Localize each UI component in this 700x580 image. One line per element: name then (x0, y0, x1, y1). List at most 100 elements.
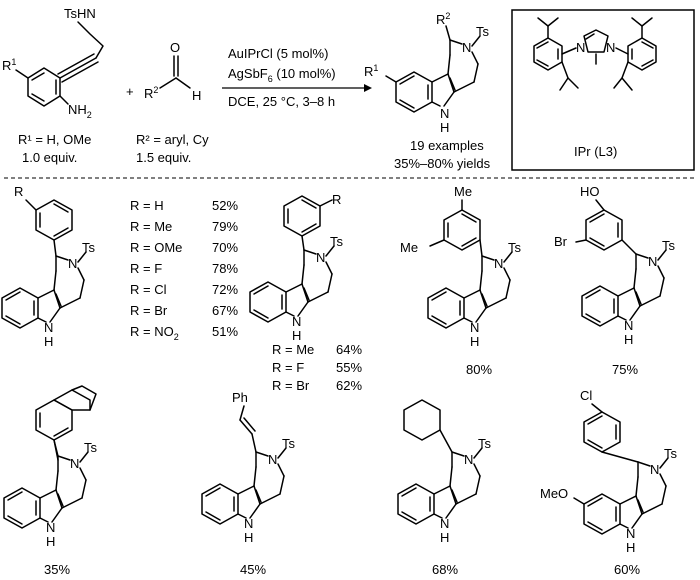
phenol-ho: HO (580, 184, 600, 199)
methoxy-h: H (626, 540, 635, 555)
para-substituent-1: R = Me (130, 219, 172, 234)
styryl-h: H (244, 530, 253, 545)
phenol-nh: N (624, 318, 633, 333)
para-yield-3: 78% (212, 261, 238, 276)
product-styryl: Ph N Ts N H 45% (201, 390, 296, 577)
ortho-r-label: R (332, 192, 341, 207)
r1-label: R1 (2, 57, 16, 73)
methoxy-meo: MeO (540, 486, 568, 501)
product-nh: N (440, 106, 449, 121)
product-para-series: R N Ts N H (1, 184, 96, 349)
ortho-yield-1: 55% (336, 360, 362, 375)
ortho-yield-table: R = Me 64% R = F 55% R = Br 62% (272, 342, 362, 393)
naphthyl-h: H (46, 534, 55, 549)
para-yield-4: 72% (212, 282, 238, 297)
naphthyl-n: N (70, 456, 79, 471)
dimethyl-me2: Me (400, 240, 418, 255)
methoxy-nh: N (626, 526, 635, 541)
condition-silver-salt: AgSbF6 (10 mol%) (228, 66, 336, 84)
ortho-substituent-1: R = F (272, 360, 304, 375)
reactant-alkynyl-aniline: TsHN R1 NH2 R¹ = H, OMe 1.0 equiv. (2, 6, 104, 165)
product-bromohydroxyphenyl: HO Br N Ts N H 75% (554, 184, 676, 377)
dimethyl-n: N (494, 256, 503, 271)
para-h: H (44, 334, 53, 349)
cyclohexyl-yield: 68% (432, 562, 458, 577)
phenol-ts: Ts (662, 238, 676, 253)
naphthyl-yield: 35% (44, 562, 70, 577)
oxygen-label: O (170, 40, 180, 55)
para-yield-6: 51% (212, 324, 238, 339)
tshn-label: TsHN (64, 6, 96, 21)
product-ortho-series: R N Ts N H (249, 192, 344, 343)
styryl-n: N (268, 452, 277, 467)
reactant-aldehyde: O R2 H R² = aryl, Cy 1.5 equiv. (136, 40, 209, 165)
h-label: H (192, 88, 201, 103)
para-substituent-4: R = Cl (130, 282, 167, 297)
para-yield-1: 79% (212, 219, 238, 234)
product-n: N (462, 40, 471, 55)
examples-count: 19 examples (410, 138, 484, 153)
ortho-ts: Ts (330, 234, 344, 249)
cyclohexyl-ts: Ts (478, 436, 492, 451)
para-yield-5: 67% (212, 303, 238, 318)
ortho-nh: N (292, 314, 301, 329)
styryl-ts: Ts (282, 436, 296, 451)
product-cyclohexyl: N Ts N H 68% (397, 399, 492, 577)
phenol-h: H (624, 332, 633, 347)
phenol-br: Br (554, 234, 568, 249)
product-dimethylphenyl: Me Me N Ts N H 80% (400, 184, 522, 377)
product-ts: Ts (476, 24, 490, 39)
cyclohexyl-h: H (440, 530, 449, 545)
ortho-n: N (316, 250, 325, 265)
naphthyl-nh: N (46, 520, 55, 535)
reactant2-equiv: 1.5 equiv. (136, 150, 191, 165)
phenol-n: N (648, 254, 657, 269)
para-ts: Ts (82, 240, 96, 255)
plus-sign: + (126, 84, 134, 99)
product-h: H (440, 120, 449, 135)
ligand-n1: N (576, 40, 585, 55)
para-n: N (68, 256, 77, 271)
para-yield-0: 52% (212, 198, 238, 213)
ortho-substituent-0: R = Me (272, 342, 314, 357)
ortho-h: H (292, 328, 301, 343)
condition-solvent: DCE, 25 °C, 3–8 h (228, 94, 335, 109)
methoxy-n: N (650, 462, 659, 477)
ortho-yield-2: 62% (336, 378, 362, 393)
product-r1: R1 (364, 63, 378, 79)
cyclohexyl-n: N (464, 452, 473, 467)
styryl-ph: Ph (232, 390, 248, 405)
para-substituent-5: R = Br (130, 303, 168, 318)
cyclohexyl-nh: N (440, 516, 449, 531)
para-substituent-0: R = H (130, 198, 164, 213)
styryl-yield: 45% (240, 562, 266, 577)
dimethyl-h: H (470, 334, 479, 349)
methoxy-cl: Cl (580, 388, 592, 403)
naphthyl-ts: Ts (84, 440, 98, 455)
reactant1-equiv: 1.0 equiv. (22, 150, 77, 165)
dimethyl-me1: Me (454, 184, 472, 199)
r1-definition: R¹ = H, OMe (18, 132, 91, 147)
para-r-label: R (14, 184, 23, 199)
dimethyl-nh: N (470, 320, 479, 335)
para-substituent-2: R = OMe (130, 240, 182, 255)
para-substituent-3: R = F (130, 261, 162, 276)
para-nh: N (44, 320, 53, 335)
ortho-yield-0: 64% (336, 342, 362, 357)
ortho-substituent-2: R = Br (272, 378, 310, 393)
nh2-label: NH2 (68, 102, 92, 120)
product-naphthyl: N Ts N H 35% (3, 385, 98, 577)
styryl-nh: N (244, 516, 253, 531)
ligand-n2: N (606, 40, 615, 55)
ipr-ligand-box: N N IPr (L3) (511, 9, 695, 171)
methoxy-ts: Ts (664, 446, 678, 461)
ligand-name: IPr (L3) (574, 144, 617, 159)
dimethyl-yield: 80% (466, 362, 492, 377)
phenol-yield: 75% (612, 362, 638, 377)
r2-label: R2 (144, 85, 158, 101)
methoxy-yield: 60% (614, 562, 640, 577)
dimethyl-ts: Ts (508, 240, 522, 255)
product-r2: R2 (436, 11, 450, 27)
